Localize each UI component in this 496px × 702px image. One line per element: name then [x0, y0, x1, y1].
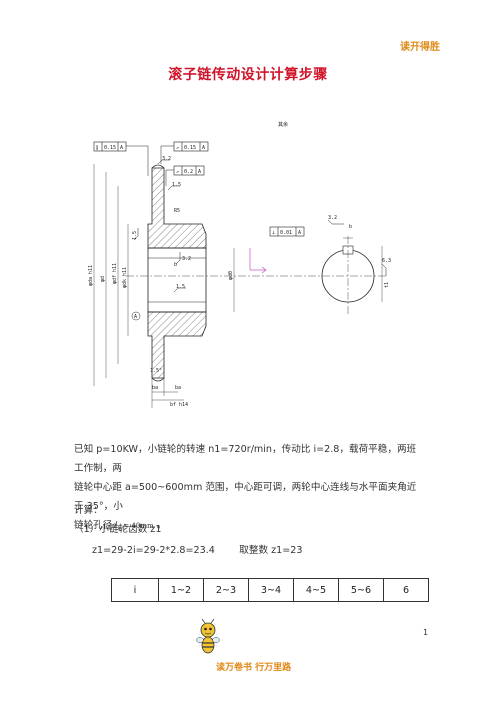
tolerance-frame-3: ↗ 0.2 A [173, 165, 205, 176]
roughness-top: 3.2 [162, 156, 171, 162]
dim-t1: t1 [384, 282, 390, 288]
bore-symbol: dk [112, 521, 122, 533]
dim-df: φdf h11 [112, 263, 118, 284]
ratio-table: i 1~2 2~3 3~4 4~5 5~6 6 [111, 578, 429, 602]
label-c45: 1.5° [150, 368, 162, 374]
svg-text:↗: ↗ [176, 169, 179, 175]
dim-b: b [174, 262, 177, 268]
step-1-formula: z1=29-2i=29-2*2.8=23.4 取整数 z1=23 [92, 545, 303, 556]
svg-text:∥: ∥ [96, 145, 99, 151]
table-row: i 1~2 2~3 3~4 4~5 5~6 6 [111, 578, 429, 602]
calc-label: 计算： [74, 505, 103, 516]
datum-marker [131, 311, 141, 321]
step-1-title: （1）小链轮齿数 z1 [74, 524, 162, 535]
table-cell: 1~2 [158, 578, 204, 602]
svg-text:0.15: 0.15 [184, 145, 196, 151]
sprocket-section [147, 164, 207, 382]
roughness-4: 1.5 [176, 284, 185, 290]
roughness-2: 1.5 [132, 231, 138, 240]
top-note: 其余 [278, 121, 288, 128]
svg-text:0.15: 0.15 [104, 145, 116, 151]
dim-b-keyway: b [349, 224, 352, 230]
sprocket-bore-view [321, 236, 383, 314]
dim-d: φd [100, 276, 106, 282]
table-cell: i [111, 578, 159, 602]
svg-text:A: A [120, 145, 123, 151]
dim-dk: φdk h11 [122, 267, 128, 288]
footer-slogan: 读万卷书 行万里路 [216, 663, 292, 673]
table-cell: 5~6 [338, 578, 384, 602]
header-brand: 读开得胜 [400, 42, 440, 53]
svg-text:0.2: 0.2 [184, 169, 193, 175]
roughness-3: 3.2 [182, 256, 191, 262]
dim-da: φda h11 [88, 265, 94, 286]
sprocket-drawing: 其余 ∥ 0.15 A ↗ 0.15 A ↗ 0.2 A [88, 121, 391, 408]
problem-line-3: 链轮孔径dk = 40mm 。 [74, 520, 167, 533]
svg-text:A: A [298, 230, 301, 236]
roughness-5: 3.2 [328, 215, 337, 221]
tolerance-frame-1: ∥ 0.15 A [93, 141, 127, 152]
svg-text:⊥: ⊥ [272, 230, 275, 236]
tolerance-frame-2: ↗ 0.15 A [173, 141, 209, 152]
label-r5: R5 [174, 208, 180, 214]
page-title: 滚子链传动设计计算步骤 [168, 67, 328, 83]
roughness-6: 6.3 [382, 258, 391, 264]
view-arrow-icon [249, 248, 267, 274]
svg-text:A: A [202, 145, 205, 151]
table-cell: 6 [383, 578, 429, 602]
problem-statement: 已知 p=10KW，小链轮的转速 n1=720r/min，传动比 i=2.8，载… [74, 440, 424, 539]
dimension-lines [93, 164, 235, 408]
svg-text:A: A [134, 314, 137, 320]
dim-ba-2: ba [175, 385, 181, 391]
problem-line-1: 已知 p=10KW，小链轮的转速 n1=720r/min，传动比 i=2.8，载… [74, 444, 417, 474]
table-cell: 2~3 [203, 578, 249, 602]
svg-text:↗: ↗ [176, 145, 179, 151]
roughness-1: 1.5 [172, 182, 181, 188]
tolerance-frame-4: ⊥ 0.01 A [269, 226, 305, 237]
bee-mascot-icon [196, 618, 220, 654]
table-cell: 4~5 [293, 578, 339, 602]
svg-text:0.01: 0.01 [280, 230, 292, 236]
problem-line-2: 链轮中心距 a=500~600mm 范围，中心距可调，两轮中心连线与水平面夹角近… [74, 482, 417, 512]
page-number: 1 [423, 628, 429, 637]
dim-d0: φd0 [228, 271, 234, 280]
svg-text:A: A [198, 169, 201, 175]
dim-ba-1: ba [152, 385, 158, 391]
table-cell: 3~4 [248, 578, 294, 602]
dim-bf: bf h14 [170, 402, 188, 408]
